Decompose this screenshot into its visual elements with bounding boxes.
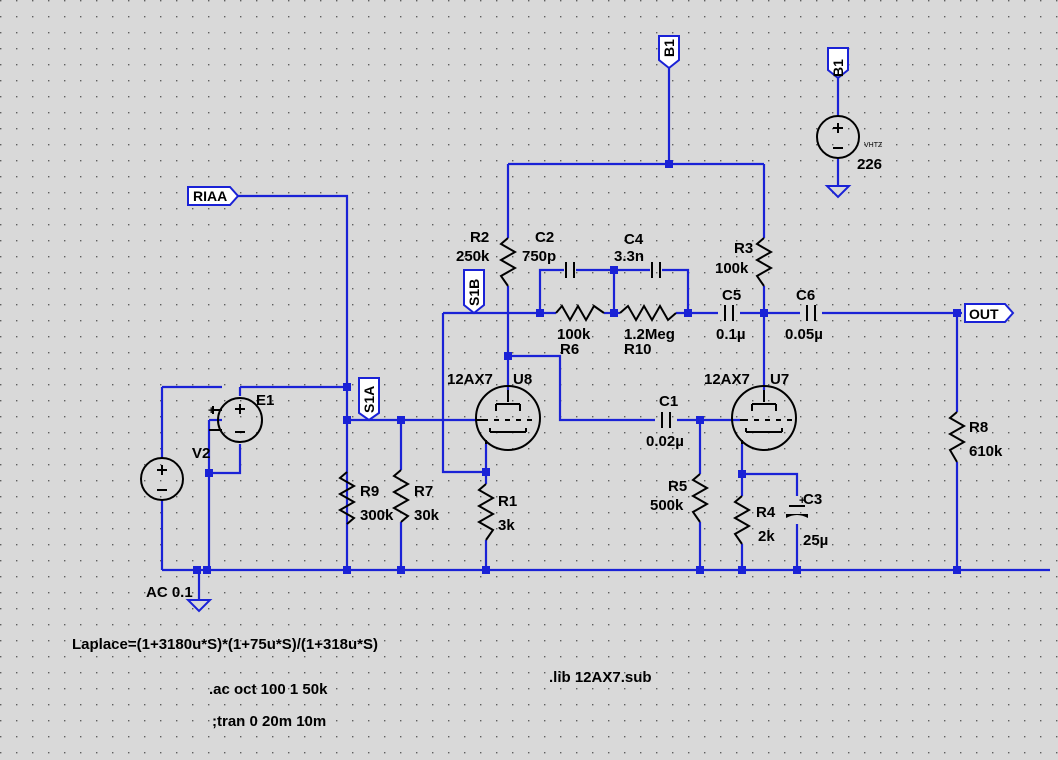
source-vhtz[interactable] <box>816 115 860 159</box>
u8-value: 12AX7 <box>447 371 493 388</box>
svg-text:S1A: S1A <box>361 386 377 413</box>
v2-value: AC 0.1 <box>146 584 193 601</box>
c6-value: 0.05µ <box>785 326 823 343</box>
r10-value: 1.2Meg <box>624 326 675 343</box>
net-flag-b1-vhtz[interactable]: B1 <box>827 47 849 80</box>
c2-name: C2 <box>535 229 554 246</box>
c5-value: 0.1µ <box>716 326 746 343</box>
vhtz-name: VHTZ <box>864 142 883 149</box>
r2-value: 250k <box>456 248 490 265</box>
svg-text:RIAA: RIAA <box>193 188 227 204</box>
resistor-r4[interactable] <box>732 495 752 545</box>
c1-name: C1 <box>659 393 678 410</box>
triode-u7[interactable] <box>731 385 797 451</box>
resistor-r10[interactable] <box>619 303 677 323</box>
r8-value: 610k <box>969 443 1003 460</box>
resistor-r9[interactable] <box>337 471 357 525</box>
capacitor-c2[interactable] <box>565 262 575 278</box>
c3-value: 25µ <box>803 532 828 549</box>
source-v2[interactable] <box>140 457 184 501</box>
r9-value: 300k <box>360 507 394 524</box>
r4-name: R4 <box>756 504 776 521</box>
ground-symbol <box>185 599 213 613</box>
resistor-r8[interactable] <box>947 411 967 463</box>
capacitor-c3[interactable]: + <box>786 495 808 518</box>
capacitor-c5[interactable] <box>724 305 734 321</box>
c3-name: C3 <box>803 491 822 508</box>
r8-name: R8 <box>969 419 988 436</box>
r7-name: R7 <box>414 483 433 500</box>
r6-name: R6 <box>560 341 579 358</box>
resistor-r6[interactable] <box>555 303 605 323</box>
component-labels: R2 250k C2 750p C4 3.3n R3 100k C5 C6 10… <box>146 142 1003 601</box>
capacitor-c6[interactable] <box>806 305 816 321</box>
capacitor-c4[interactable] <box>651 262 661 278</box>
capacitor-c1[interactable] <box>661 412 671 428</box>
u8-name: U8 <box>513 371 532 388</box>
resistor-r7[interactable] <box>391 469 411 523</box>
c1-value: 0.02µ <box>646 433 684 450</box>
r10-name: R10 <box>624 341 652 358</box>
tran-directive: ;tran 0 20m 10m <box>212 713 326 730</box>
r3-value: 100k <box>715 260 749 277</box>
svg-text:S1B: S1B <box>466 279 482 306</box>
r1-value: 3k <box>498 517 515 534</box>
svg-text:OUT: OUT <box>969 306 999 322</box>
vhtz-value: 226 <box>857 156 882 173</box>
net-flag-riaa[interactable]: RIAA <box>187 186 240 206</box>
v2-name: V2 <box>192 445 210 462</box>
net-flag-out[interactable]: OUT <box>964 303 1015 323</box>
r5-name: R5 <box>668 478 687 495</box>
resistor-r2[interactable] <box>498 237 518 287</box>
r3-name: R3 <box>734 240 753 257</box>
svg-text:B1: B1 <box>661 39 677 57</box>
resistor-r5[interactable] <box>690 473 710 523</box>
svg-text:+: + <box>799 495 805 507</box>
r6-value: 100k <box>557 326 591 343</box>
ground-symbol-vhtz <box>824 185 852 199</box>
resistor-r3[interactable] <box>754 237 774 287</box>
source-e1[interactable]: + <box>208 397 263 443</box>
r5-value: 500k <box>650 497 684 514</box>
u7-value: 12AX7 <box>704 371 750 388</box>
laplace-expression: Laplace=(1+3180u*S)*(1+75u*S)/(1+318u*S) <box>72 636 378 653</box>
r2-name: R2 <box>470 229 489 246</box>
spice-directives: Laplace=(1+3180u*S)*(1+75u*S)/(1+318u*S)… <box>72 636 652 730</box>
c2-value: 750p <box>522 248 556 265</box>
junctions <box>193 160 961 574</box>
net-flag-s1a[interactable]: S1A <box>358 377 380 422</box>
resistor-r1[interactable] <box>476 483 496 541</box>
lib-directive: .lib 12AX7.sub <box>549 669 652 686</box>
svg-text:B1: B1 <box>830 59 846 77</box>
r4-value: 2k <box>758 528 775 545</box>
net-flag-b1[interactable]: B1 <box>658 35 680 70</box>
e1-name: E1 <box>256 392 274 409</box>
c6-name: C6 <box>796 287 815 304</box>
triode-u8[interactable] <box>475 385 541 451</box>
c4-name: C4 <box>624 231 644 248</box>
u7-name: U7 <box>770 371 789 388</box>
svg-text:+: + <box>208 405 214 417</box>
r9-name: R9 <box>360 483 379 500</box>
c5-name: C5 <box>722 287 741 304</box>
c4-value: 3.3n <box>614 248 644 265</box>
r1-name: R1 <box>498 493 517 510</box>
net-flag-s1b[interactable]: S1B <box>463 269 485 315</box>
r7-value: 30k <box>414 507 440 524</box>
wires <box>160 68 1050 600</box>
ac-directive: .ac oct 100 1 50k <box>209 681 328 698</box>
